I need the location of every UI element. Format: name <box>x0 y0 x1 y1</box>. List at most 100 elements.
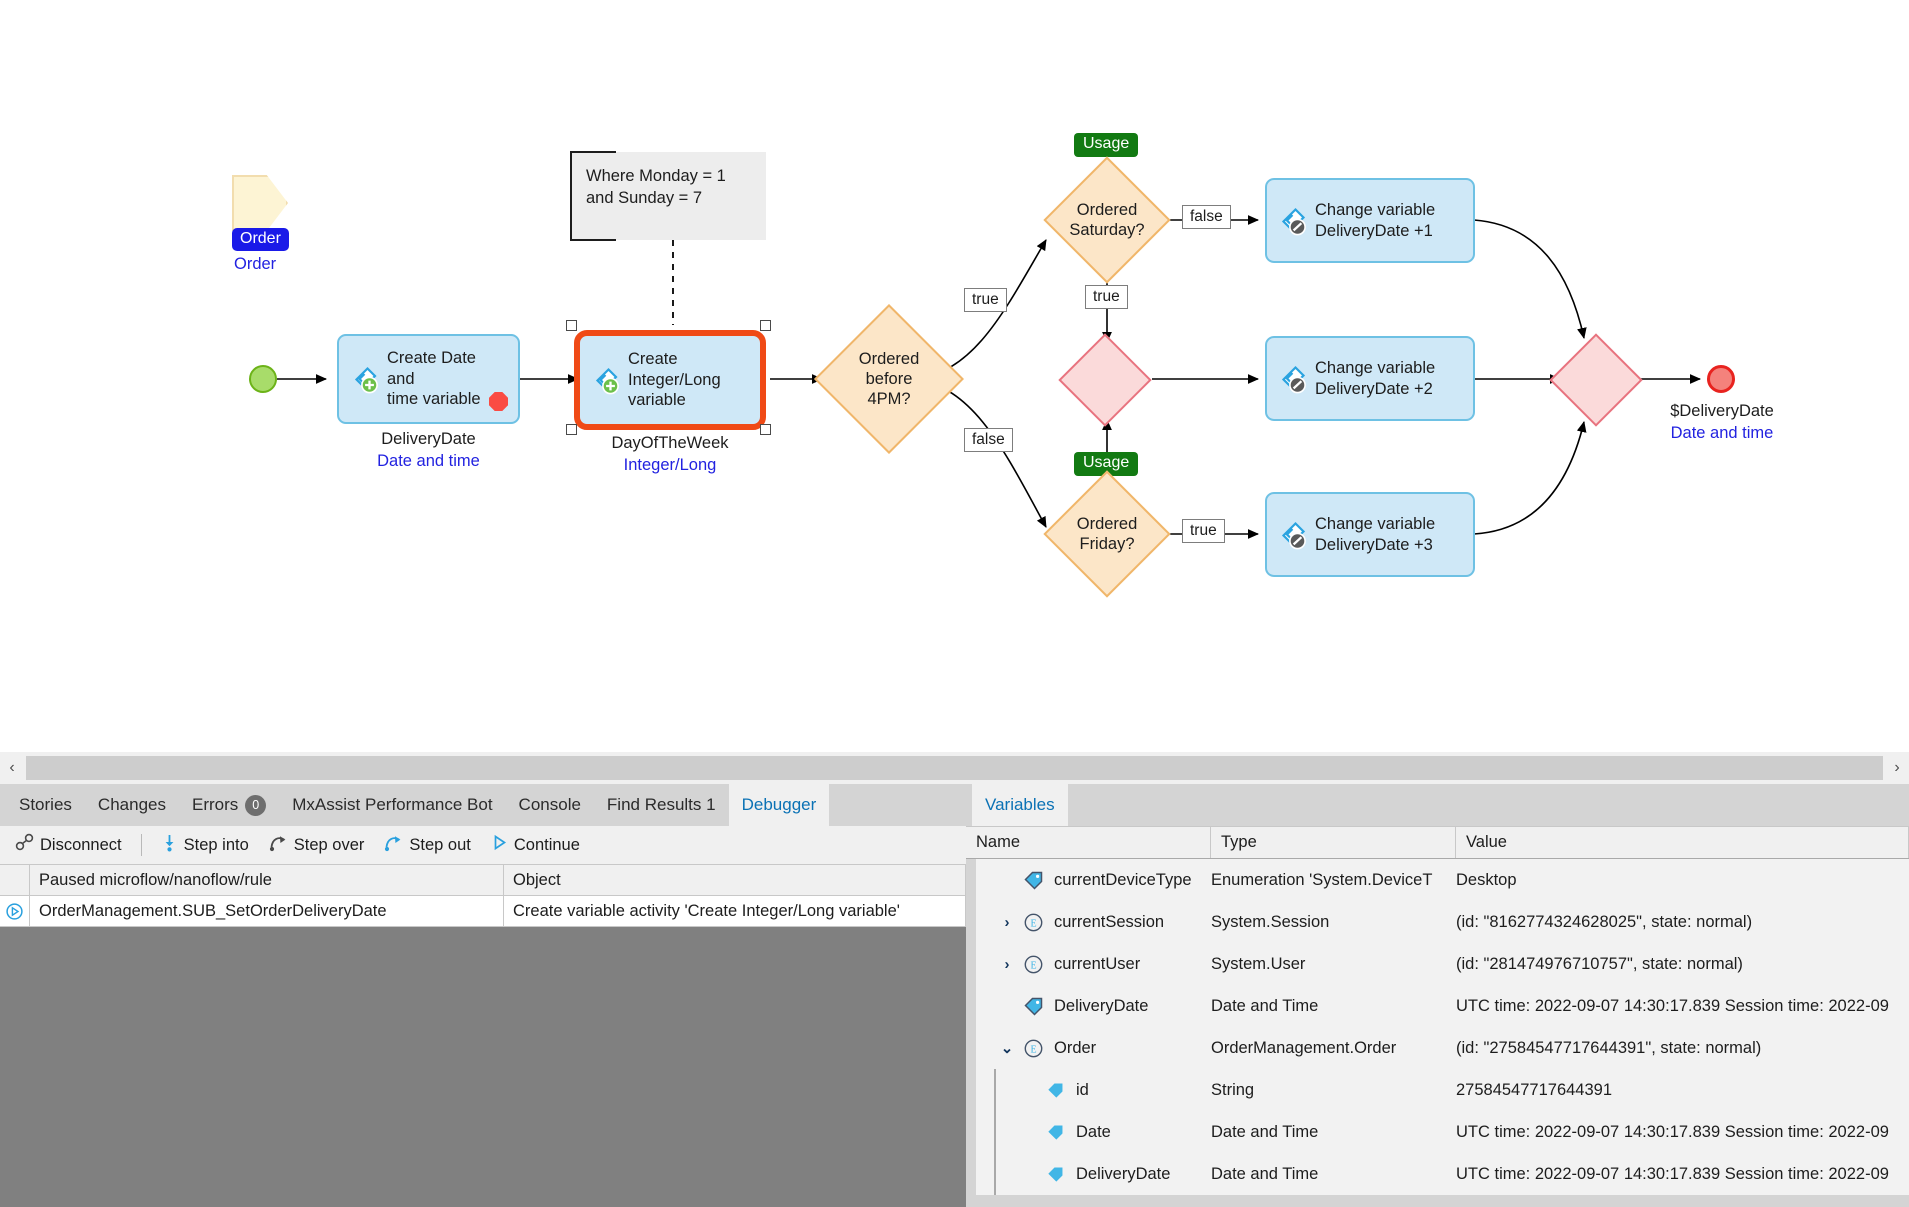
start-event[interactable] <box>249 365 277 393</box>
table-row[interactable]: OrderManagement.SUB_SetOrderDeliveryDate… <box>0 896 966 927</box>
end-event[interactable] <box>1707 365 1735 393</box>
variable-name-cell: DeliveryDate <box>966 996 1211 1017</box>
decision-ordered-saturday[interactable] <box>1043 156 1171 284</box>
column-header-paused[interactable]: Paused microflow/nanoflow/rule <box>30 865 504 895</box>
variable-row[interactable]: › E currentUser System.User (id: "281474… <box>966 943 1909 985</box>
decision-ordered-friday[interactable] <box>1043 470 1171 598</box>
variable-value-cell: UTC time: 2022-09-07 14:30:17.839 Sessio… <box>1456 1164 1889 1183</box>
variable-type-cell: Date and Time <box>1211 1164 1319 1183</box>
step-out-button[interactable]: Step out <box>375 831 479 859</box>
attribute-tag-icon <box>1042 1124 1068 1141</box>
continue-button[interactable]: Continue <box>482 832 589 858</box>
variable-row[interactable]: currentDeviceType Enumeration 'System.De… <box>966 859 1909 901</box>
tab-stories[interactable]: Stories <box>6 784 85 826</box>
tab-mxassist-performance-bot[interactable]: MxAssist Performance Bot <box>279 784 505 826</box>
activity-label: Create Date and time variable <box>387 349 481 409</box>
toolbar-separator <box>140 834 142 856</box>
flow-label-true-saturday[interactable]: true <box>1085 285 1128 310</box>
variable-name: id <box>1076 1080 1089 1099</box>
errors-count-badge: 0 <box>245 794 267 816</box>
variable-value-cell: (id: "8162774324628025", state: normal) <box>1456 912 1753 931</box>
variable-row[interactable]: id String 27584547717644391 <box>966 1069 1909 1111</box>
activity-create-integer-long-variable[interactable]: Create Integer/Long variable <box>574 330 766 430</box>
parameter-name: Order <box>234 255 277 273</box>
parameter-chip[interactable]: Order <box>232 228 289 251</box>
canvas-horizontal-scrollbar[interactable]: ‹ › <box>0 752 1909 784</box>
tab-label: Errors <box>191 795 239 814</box>
step-over-button[interactable]: Step over <box>260 831 374 859</box>
activity-change-variable-plus-2[interactable]: Change variable DeliveryDate +2 <box>1265 336 1475 421</box>
debugger-tabstrip[interactable]: Stories Changes Errors 0 MxAssist Perfor… <box>0 784 966 826</box>
merge-node-final[interactable] <box>1549 333 1643 427</box>
merge-node-middle[interactable] <box>1058 333 1152 427</box>
annotation-note[interactable]: Where Monday = 1 and Sunday = 7 <box>570 151 766 241</box>
variable-name: DeliveryDate <box>1076 1164 1171 1183</box>
selection-handle-top-left[interactable] <box>566 320 577 331</box>
selection-handle-top-right[interactable] <box>760 320 771 331</box>
variable-name: DeliveryDate <box>1054 996 1149 1015</box>
tab-label: Changes <box>97 795 166 814</box>
chevron-right-icon[interactable]: › <box>1004 913 1010 931</box>
tab-changes[interactable]: Changes <box>85 784 179 826</box>
column-header-object[interactable]: Object <box>504 865 966 895</box>
change-variable-icon <box>1275 518 1309 552</box>
debugger-toolbar[interactable]: Disconnect Step into <box>0 826 966 864</box>
activity-change-variable-plus-3[interactable]: Change variable DeliveryDate +3 <box>1265 492 1475 577</box>
step-into-button[interactable]: Step into <box>152 831 258 859</box>
microflow-canvas[interactable]: Order Order Where Monday = 1 and Sunday … <box>0 0 1909 752</box>
activity-caption-create-integer-long: DayOfTheWeek Integer/Long <box>611 434 729 474</box>
scroll-left-arrow-icon[interactable]: ‹ <box>0 752 24 784</box>
pane-left-edge <box>966 859 976 1195</box>
tab-label: MxAssist Performance Bot <box>292 795 493 814</box>
tab-find-results[interactable]: Find Results 1 <box>594 784 729 826</box>
tab-errors[interactable]: Errors 0 <box>179 784 279 826</box>
selection-handle-bottom-right[interactable] <box>760 424 771 435</box>
decision-ordered-before-4pm[interactable] <box>814 304 964 454</box>
svg-text:E: E <box>1030 918 1036 929</box>
flow-label-true-upper[interactable]: true <box>964 288 1007 313</box>
change-variable-icon <box>1275 362 1309 396</box>
flow-label-false-saturday[interactable]: false <box>1182 205 1231 230</box>
column-header-type[interactable]: Type <box>1211 827 1456 858</box>
variable-row[interactable]: DeliveryDate Date and Time UTC time: 202… <box>966 1153 1909 1195</box>
flow-label-true-friday[interactable]: true <box>1182 519 1225 544</box>
variable-tag-icon <box>1020 996 1046 1017</box>
variables-tabstrip[interactable]: Variables <box>966 784 1909 826</box>
breakpoint-indicator[interactable] <box>489 392 508 411</box>
variable-value-cell: Desktop <box>1456 870 1517 889</box>
variable-row[interactable]: ⌄ E Order OrderManagement.Order (id: "27… <box>966 1027 1909 1069</box>
variable-name-cell: id <box>966 1081 1211 1100</box>
activity-create-date-time-variable[interactable]: Create Date and time variable <box>337 334 520 424</box>
tab-debugger[interactable]: Debugger <box>728 784 830 826</box>
variable-row[interactable]: Date Date and Time UTC time: 2022-09-07 … <box>966 1111 1909 1153</box>
debugger-empty-area <box>0 927 966 1207</box>
variable-row[interactable]: DeliveryDate Date and Time UTC time: 202… <box>966 985 1909 1027</box>
parameter-shape[interactable] <box>232 175 288 231</box>
column-header-name[interactable]: Name <box>966 827 1211 858</box>
variable-type-cell: System.Session <box>1211 912 1330 931</box>
selection-handle-bottom-left[interactable] <box>566 424 577 435</box>
variable-row[interactable]: › E currentSession System.Session (id: "… <box>966 901 1909 943</box>
chevron-right-icon[interactable]: › <box>1004 955 1010 973</box>
entity-icon: E <box>1020 1038 1046 1059</box>
tab-console[interactable]: Console <box>506 784 594 826</box>
variables-pane: Variables Name Type Value <box>966 784 1909 1207</box>
activity-change-variable-plus-1[interactable]: Change variable DeliveryDate +1 <box>1265 178 1475 263</box>
variable-type-cell: System.User <box>1211 954 1306 973</box>
flow-label-false-lower[interactable]: false <box>964 428 1013 453</box>
chevron-down-icon[interactable]: ⌄ <box>1000 1040 1014 1057</box>
toolbar-label: Step over <box>293 835 365 854</box>
tab-variables[interactable]: Variables <box>972 784 1068 826</box>
variable-name-cell: ⌄ E Order <box>966 1038 1211 1059</box>
scrollbar-thumb[interactable] <box>26 756 1883 780</box>
variable-tag-icon <box>1020 870 1046 891</box>
tab-label: Console <box>518 795 581 814</box>
usage-badge-saturday[interactable]: Usage <box>1074 133 1139 157</box>
column-header-value[interactable]: Value <box>1456 827 1909 858</box>
variable-value-cell: UTC time: 2022-09-07 14:30:17.839 Sessio… <box>1456 996 1889 1015</box>
tab-label: Variables <box>985 795 1055 814</box>
debugger-grid[interactable]: Paused microflow/nanoflow/rule Object Or… <box>0 864 966 927</box>
scroll-right-arrow-icon[interactable]: › <box>1885 752 1909 784</box>
svg-text:E: E <box>1030 960 1036 971</box>
disconnect-button[interactable]: Disconnect <box>6 831 131 859</box>
